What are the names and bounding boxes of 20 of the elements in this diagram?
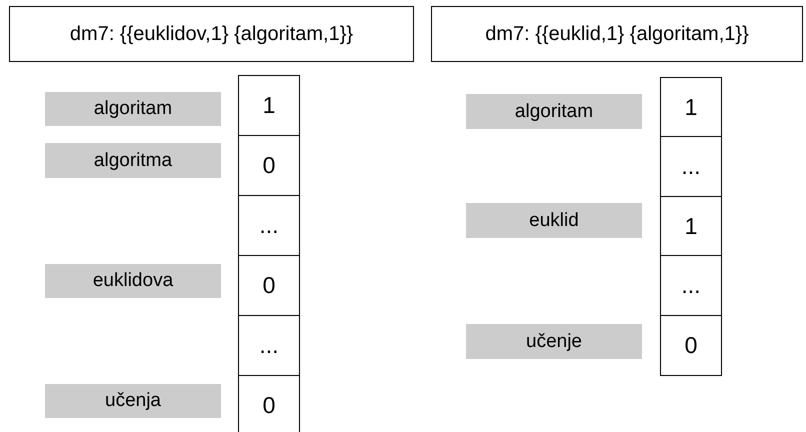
term-label: učenja [45,384,221,418]
vector-cell: 1 [238,75,300,136]
vector-cell: 0 [238,135,300,196]
term-label: euklidova [45,264,221,298]
term-label: algoritam [466,94,642,129]
vector-cell: 1 [660,196,722,256]
term-label: algoritam [45,92,221,126]
term-label: algoritma [45,143,221,178]
vector-cell: 0 [238,375,300,432]
header-box: dm7: {{euklid,1} {algoritam,1}} [431,6,803,62]
vector-cell: 1 [660,77,722,137]
vector-cell: ... [660,136,722,197]
term-label: učenje [466,324,642,359]
term-label: euklid [466,203,642,238]
vector-cell: ... [238,195,300,256]
vector-cell: ... [660,255,722,316]
header-box: dm7: {{euklidov,1} {algoritam,1}} [9,6,414,62]
vector-cell: 0 [238,255,300,316]
vector-cell: 0 [660,315,722,376]
vector-cell: ... [238,315,300,376]
